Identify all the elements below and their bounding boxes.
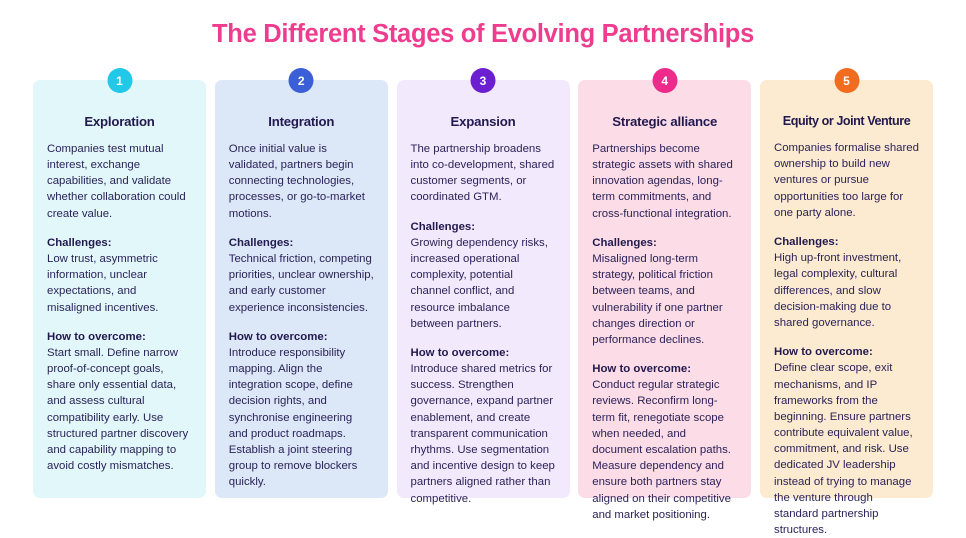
stage-title-3: Expansion — [450, 114, 516, 129]
stage-card-equity-joint-venture: 5 Equity or Joint Venture Companies form… — [760, 68, 933, 536]
challenges-label-4: Challenges: — [592, 236, 657, 249]
stage-description-2: Once initial value is validated, partner… — [228, 142, 365, 220]
stage-challenges-block-3: Challenges: Growing dependency risks, in… — [411, 219, 556, 332]
stage-title-4: Strategic alliance — [612, 114, 718, 129]
overcome-text-5: Define clear scope, exit mechanisms, and… — [774, 362, 913, 537]
stage-description-4: Partnerships become strategic assets wit… — [592, 142, 733, 220]
stage-overcome-block-3: How to overcome: Introduce shared metric… — [411, 345, 556, 507]
stage-card-exploration: 1 Exploration Companies test mutual inte… — [33, 68, 206, 498]
overcome-label-1: How to overcome: — [47, 330, 146, 343]
stage-number-badge-2: 2 — [288, 68, 314, 93]
stage-title-2: Integration — [268, 114, 335, 129]
stage-overcome-block-2: How to overcome: Introduce responsibilit… — [229, 329, 374, 491]
challenges-label-1: Challenges: — [47, 236, 112, 249]
overcome-text-1: Start small. Define narrow proof-of-conc… — [47, 346, 189, 473]
stage-challenges-block-2: Challenges: Technical friction, competin… — [229, 235, 374, 316]
stage-number-badge-4: 4 — [652, 68, 678, 93]
overcome-label-4: How to overcome: — [592, 363, 691, 376]
challenges-text-5: High up-front investment, legal complexi… — [774, 252, 902, 329]
overcome-text-3: Introduce shared metrics for success. St… — [410, 363, 555, 505]
stage-challenges-block-4: Challenges: Misaligned long-term strateg… — [592, 235, 737, 348]
stage-title-5: Equity or Joint Venture — [782, 114, 911, 128]
overcome-text-2: Introduce responsibility mapping. Align … — [228, 346, 358, 489]
stage-description-5: Companies formalise shared ownership to … — [774, 142, 919, 219]
stage-card-strategic-alliance: 4 Strategic alliance Partnerships become… — [578, 68, 752, 521]
stage-overcome-block-1: How to overcome: Start small. Define nar… — [47, 329, 192, 475]
overcome-label-5: How to overcome: — [774, 346, 873, 359]
challenges-text-3: Growing dependency risks, increased oper… — [410, 236, 548, 330]
stage-overcome-block-4: How to overcome: Conduct regular strateg… — [592, 361, 737, 523]
stage-card-integration: 2 Integration Once initial value is vali… — [214, 68, 388, 498]
challenges-label-5: Challenges: — [774, 236, 839, 249]
stage-number-badge-3: 3 — [470, 68, 496, 93]
challenges-text-4: Misaligned long-term strategy, political… — [592, 252, 723, 346]
stage-title-1: Exploration — [84, 114, 155, 129]
stage-description-1: Companies test mutual interest, exchange… — [47, 142, 186, 220]
infographic-page: The Different Stages of Evolving Partner… — [33, 20, 933, 537]
overcome-label-3: How to overcome: — [410, 346, 510, 359]
stage-description-3: The partnership broadens into co-develop… — [410, 142, 555, 204]
overcome-text-4: Conduct regular strategic reviews. Recon… — [592, 379, 731, 521]
challenges-label-2: Challenges: — [228, 236, 294, 249]
stage-challenges-block-5: Challenges: High up-front investment, le… — [774, 234, 919, 331]
overcome-label-2: How to overcome: — [228, 330, 328, 343]
stage-number-badge-5: 5 — [834, 68, 859, 93]
stage-challenges-block-1: Challenges: Low trust, asymmetric inform… — [47, 235, 192, 316]
stage-card-list: 1 Exploration Companies test mutual inte… — [33, 68, 933, 536]
page-title: The Different Stages of Evolving Partner… — [212, 20, 754, 48]
stage-card-expansion: 3 Expansion The partnership broadens int… — [396, 68, 570, 505]
stage-overcome-block-5: How to overcome: Define clear scope, exi… — [774, 344, 919, 538]
challenges-text-2: Technical friction, competing priorities… — [228, 252, 374, 314]
challenges-text-1: Low trust, asymmetric information, uncle… — [47, 252, 159, 314]
stage-number-badge-1: 1 — [107, 68, 132, 93]
challenges-label-3: Challenges: — [410, 220, 476, 233]
